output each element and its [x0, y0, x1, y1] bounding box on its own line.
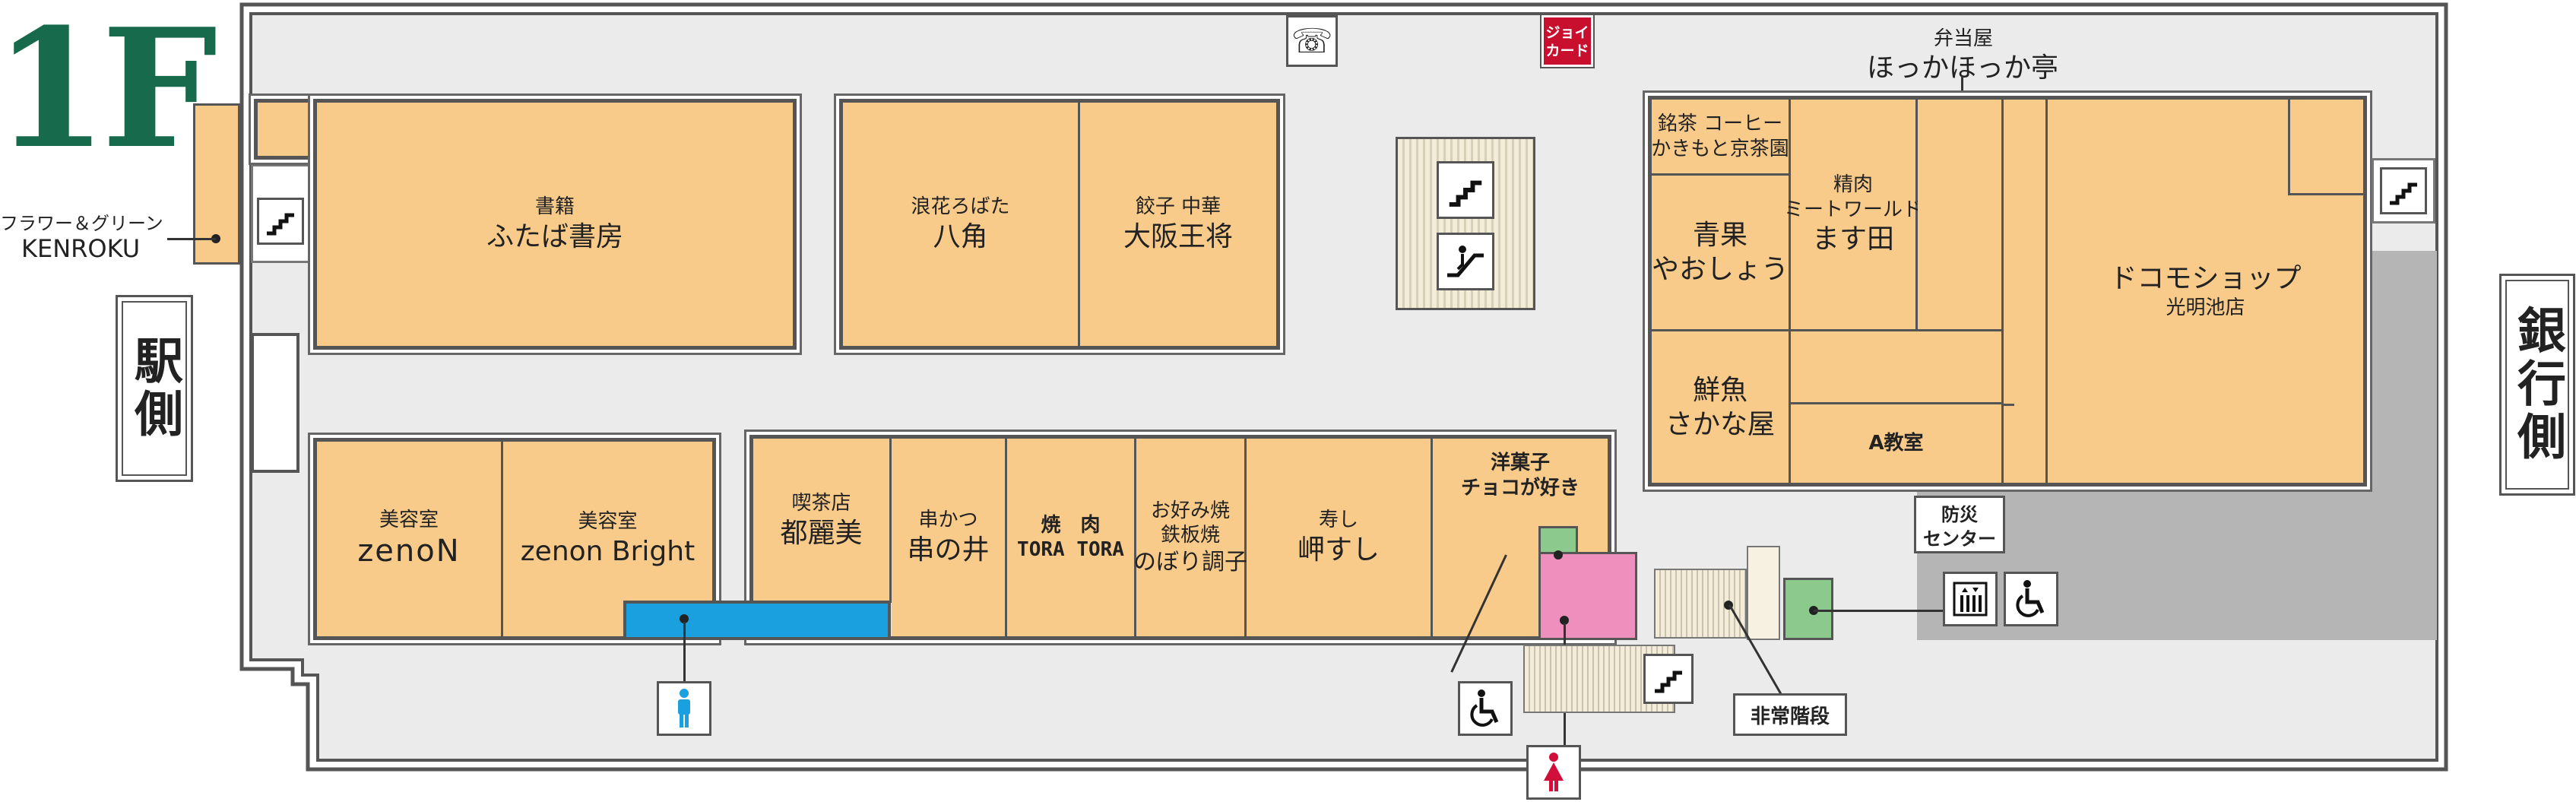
accessible-toilet-east[interactable]	[1783, 578, 1833, 640]
flower-shop-name: KENROKU	[21, 234, 141, 263]
ohsho-name: 大阪王将	[1123, 220, 1233, 252]
hakkaku-category: 浪花ろばた	[911, 195, 1010, 219]
east-side-sign: 銀行側	[2499, 274, 2575, 496]
kushi-category: 串かつ	[918, 509, 978, 532]
okonomi-line2: 鉄板焼	[1160, 524, 1220, 547]
docomo-backroom	[2288, 100, 2363, 195]
women-restroom-marker	[1560, 616, 1569, 625]
zenon-bright-category: 美容室	[578, 510, 638, 534]
west-side-sign: 駅側	[116, 295, 193, 482]
fish-line2: さかな屋	[1665, 408, 1775, 440]
women-restroom[interactable]	[1538, 552, 1637, 640]
men-restroom-leader	[683, 622, 686, 683]
sushi-name: 岬すし	[1297, 534, 1380, 566]
bousai-line1: 防災	[1941, 504, 1978, 525]
escalator-icon[interactable]	[1437, 233, 1494, 290]
bookstore-name: ふたば書房	[486, 220, 623, 252]
ohsho-category: 餃子 中華	[1135, 195, 1221, 219]
yakiniku-name: TORA TORA	[1017, 538, 1124, 561]
flower-shop-leader	[167, 238, 216, 240]
restaurant-block-center	[839, 99, 1280, 350]
meat-sub2: ミートワールド	[1784, 198, 1923, 221]
zenon-bright-name: zenon Bright	[520, 535, 695, 567]
west-side-label: 駅側	[126, 335, 183, 442]
wheelchair-icon-east[interactable]	[2004, 572, 2058, 626]
flower-shop-sub: フラワー＆グリーン	[0, 213, 163, 234]
store-sakanaya-fish[interactable]: 鮮魚 さかな屋	[1652, 331, 1791, 483]
zenon-category: 美容室	[379, 508, 439, 531]
stairs-icon[interactable]	[257, 198, 304, 245]
men-restroom-icon[interactable]	[657, 681, 711, 736]
kushikatsu-kushinoi[interactable]: 串かつ 串の井	[892, 439, 1007, 636]
cafe-category: 喫茶店	[791, 492, 851, 515]
restaurant-osaka-ohsho[interactable]: 餃子 中華 大阪王将	[1080, 103, 1276, 346]
flower-shop-marker	[211, 234, 220, 243]
veg-line2: やおしょう	[1652, 254, 1789, 285]
east-stairs-area	[2372, 158, 2435, 223]
sushi-category: 寿し	[1318, 509, 1358, 532]
restaurant-row-block	[749, 435, 1611, 640]
store-hokka-hokka-tei[interactable]	[1918, 100, 2004, 331]
zenon-name: zenoN	[357, 534, 461, 569]
meat-name: ます田	[1811, 223, 1894, 255]
veg-line1: 青果	[1692, 220, 1747, 251]
yakiniku-toratora[interactable]: 焼 肉 TORA TORA	[1007, 439, 1136, 636]
kushi-name: 串の井	[907, 534, 990, 566]
cafe-name: 都麗美	[780, 517, 863, 549]
tea-line2: かきもと京茶園	[1651, 137, 1789, 160]
stairs-icon-south[interactable]	[1643, 654, 1694, 704]
stairs-icon-east[interactable]	[2380, 167, 2427, 214]
docomo-name: ドコモショップ	[2109, 263, 2302, 295]
store-east-vacant[interactable]	[1791, 331, 2004, 404]
store-east-slot[interactable]	[2004, 100, 2048, 483]
bookstore-category: 書籍	[534, 195, 575, 219]
fish-line1: 鮮魚	[1692, 374, 1747, 406]
store-yaoshou-produce[interactable]: 青果 やおしょう	[1652, 176, 1791, 331]
accessible-west-marker	[1554, 550, 1563, 559]
store-kakimoto-tea[interactable]: 銘茶 コーヒー かきもと京茶園	[1651, 100, 1791, 176]
stairs-icon-central[interactable]	[1437, 161, 1494, 219]
choco-line2: チョコが好き	[1460, 476, 1580, 499]
bento-category: 弁当屋	[1934, 27, 1994, 50]
a-classroom-label: A教室	[1868, 432, 1924, 455]
emergency-stairs-label: 非常階段	[1733, 693, 1847, 736]
meat-sub1: 精肉	[1833, 173, 1873, 196]
joy-card-line1: ジョイ	[1545, 24, 1589, 41]
yakiniku-category: 焼 肉	[1041, 513, 1101, 537]
elevator-icon[interactable]	[1943, 572, 1998, 626]
bousai-line2: センター	[1923, 528, 1996, 550]
phone-glyph: ☏	[1291, 21, 1333, 61]
bookstore-ftaba-shobo[interactable]: 書籍 ふたば書房	[313, 99, 797, 350]
east-side-label: 銀行側	[2509, 305, 2566, 464]
women-restroom-icon[interactable]	[1526, 745, 1581, 800]
restaurant-hakkaku[interactable]: 浪花ろばた 八角	[843, 103, 1080, 346]
choco-line1: 洋菓子	[1490, 452, 1550, 474]
floor-label: 1F	[0, 0, 217, 185]
emergency-shaft	[1747, 546, 1780, 640]
store-docomo-shop[interactable]: ドコモショップ 光明池店	[2048, 100, 2363, 483]
phone-icon[interactable]: ☏	[1286, 15, 1338, 67]
okonomi-name: のぼり調子	[1133, 548, 1247, 575]
west-stairs-area	[251, 164, 310, 263]
salon-zenon[interactable]: 美容室 zenoN	[317, 442, 503, 636]
disaster-prevention-center[interactable]: 防災 センター	[1914, 496, 2005, 553]
okonomiyaki-noborichoushi[interactable]: お好み焼 鉄板焼 のぼり調子	[1133, 439, 1247, 636]
tea-line1: 銘茶 コーヒー	[1657, 113, 1783, 135]
cafe-tsurami[interactable]: 喫茶店 都麗美	[753, 439, 892, 603]
joy-card-line2: カード	[1545, 43, 1589, 59]
accessible-east-leader	[1814, 610, 1944, 612]
bookstore-annex	[254, 99, 315, 160]
salon-block	[313, 438, 716, 640]
okonomi-line1: お好み焼	[1150, 499, 1230, 522]
docomo-branch: 光明池店	[2166, 296, 2245, 320]
docomo-divider	[2004, 404, 2014, 406]
sushi-misakisushi[interactable]: 寿し 岬すし	[1247, 439, 1433, 636]
men-restroom[interactable]	[623, 601, 891, 640]
joy-card-icon[interactable]: ジョイ カード	[1541, 15, 1593, 67]
a-classroom[interactable]: A教室	[1791, 404, 2004, 483]
store-masuda-meat[interactable]: 精肉 ミートワールド ます田	[1784, 100, 1922, 331]
hakkaku-name: 八角	[933, 220, 988, 252]
wheelchair-icon-west[interactable]	[1458, 681, 1513, 736]
men-restroom-marker	[680, 614, 689, 623]
